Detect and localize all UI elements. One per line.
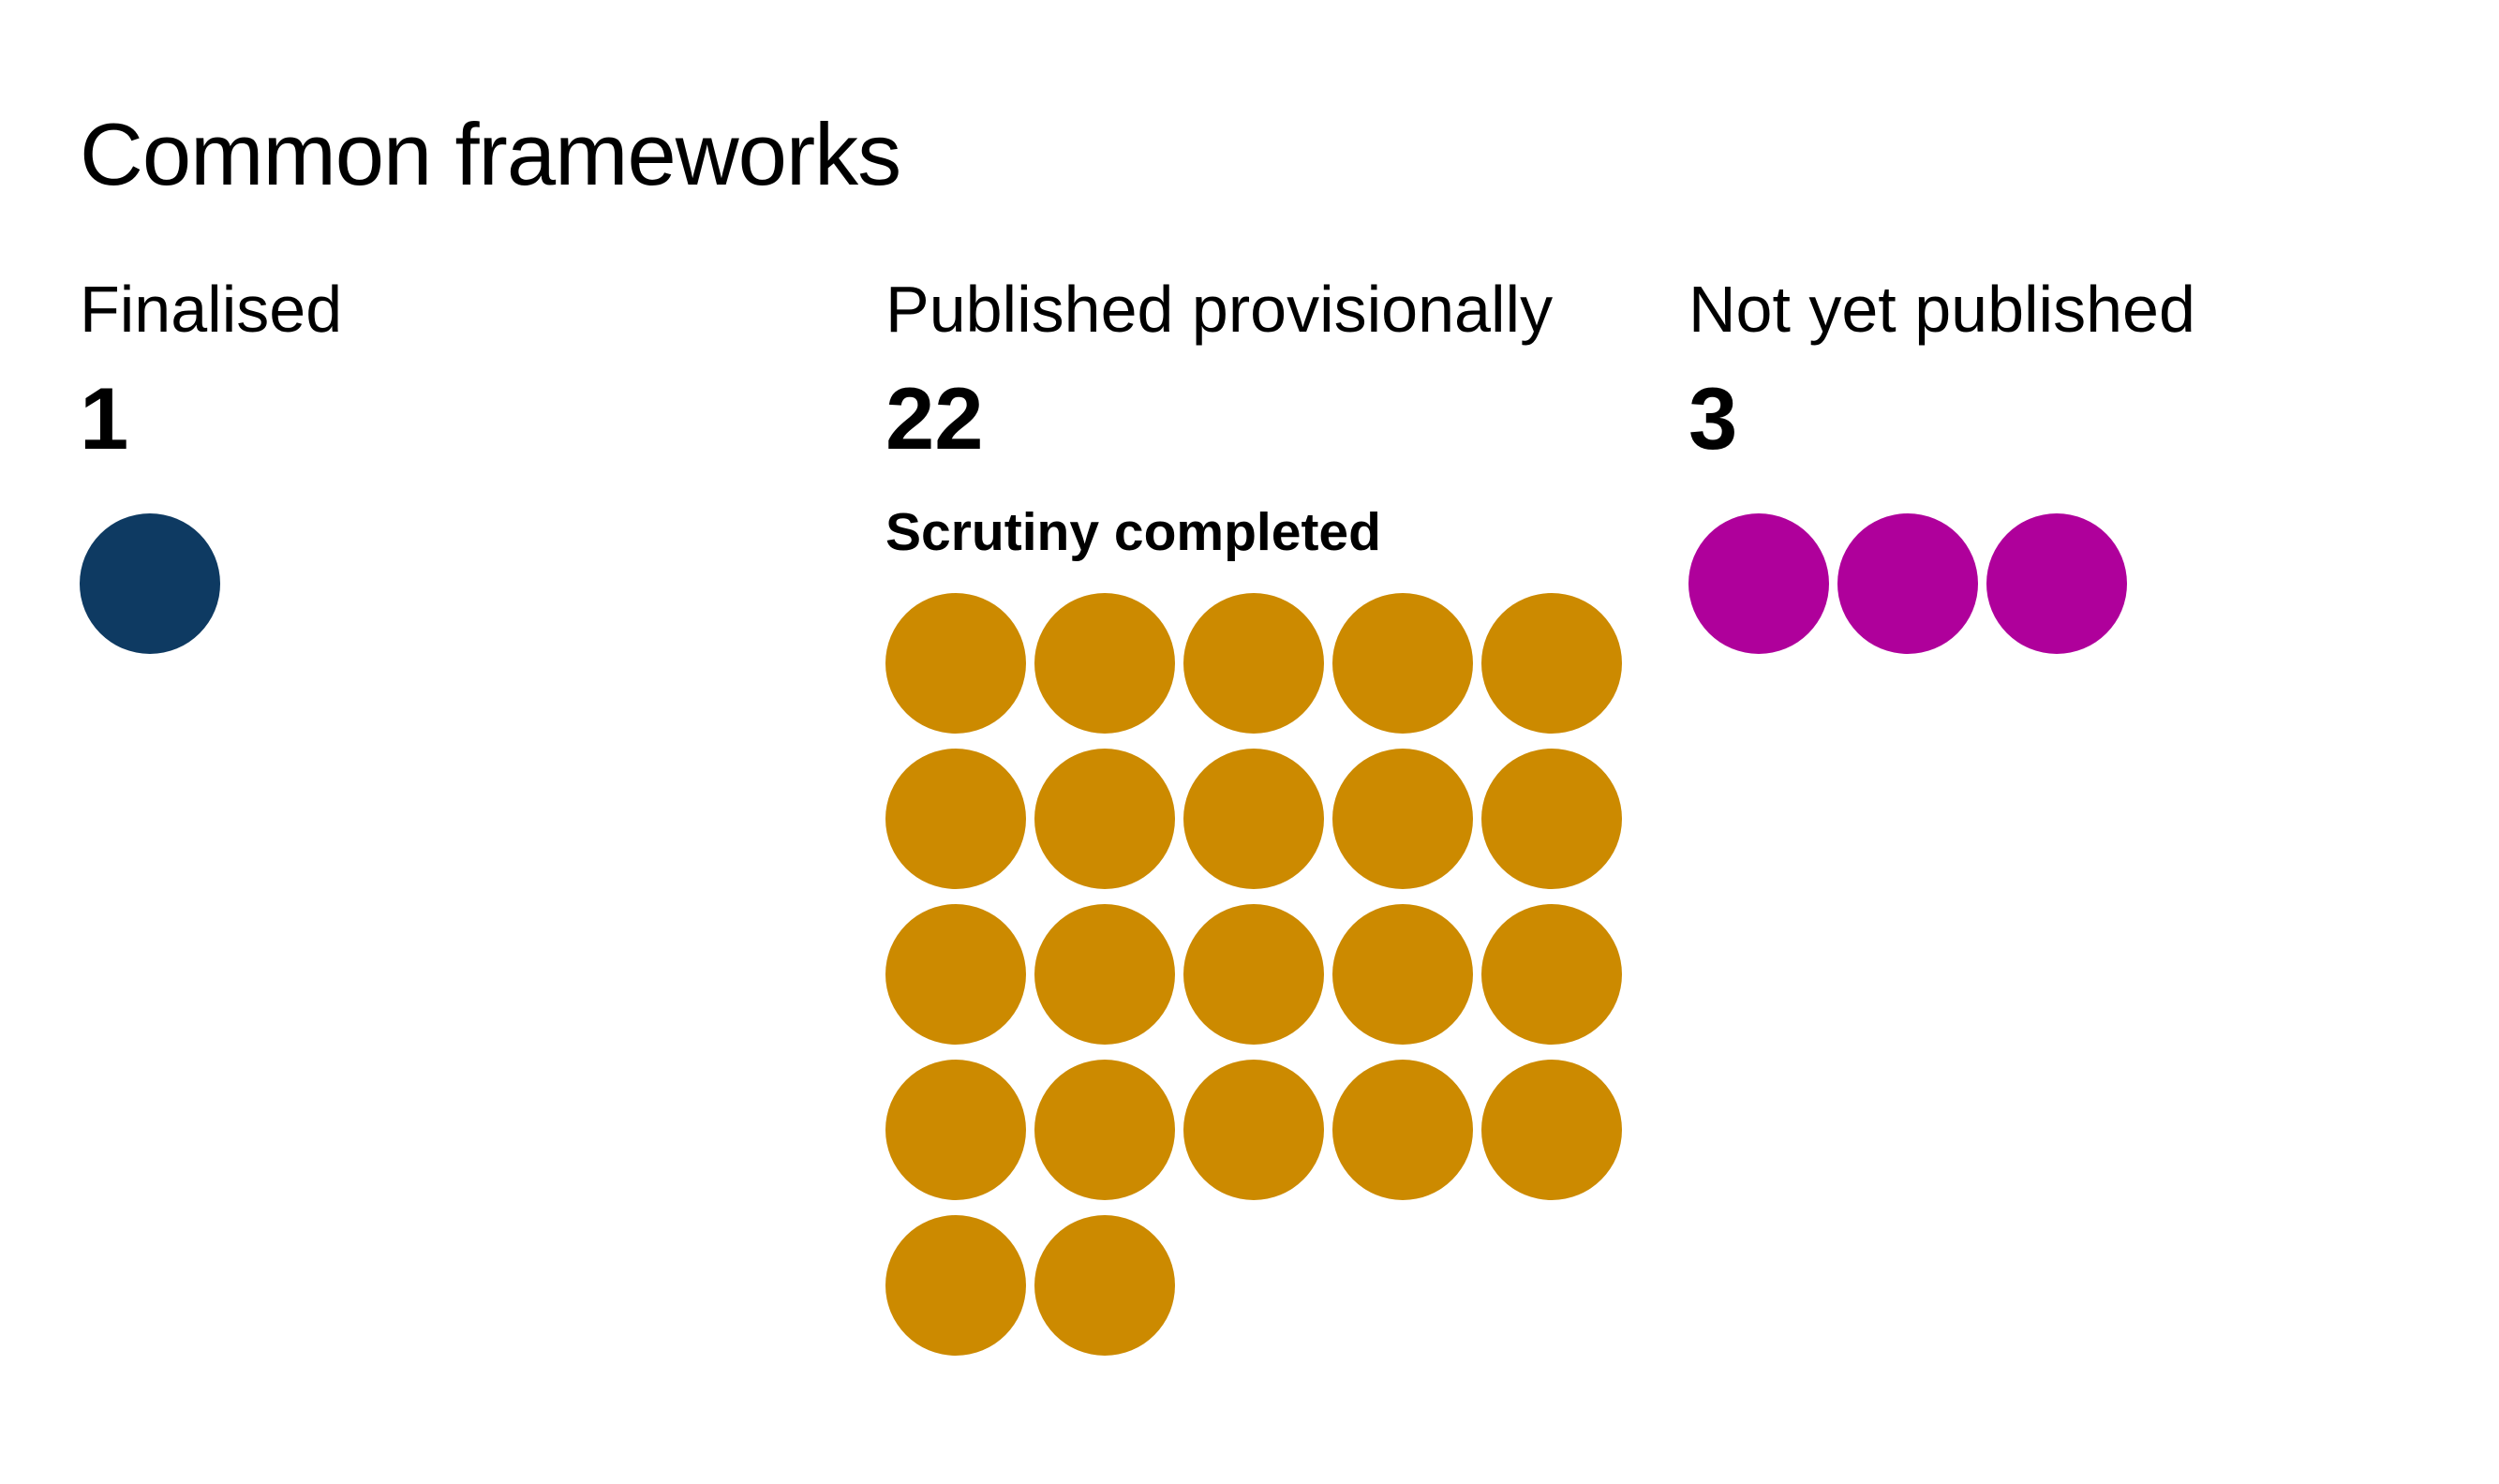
unit-dot — [1034, 904, 1175, 1045]
unit-dot — [1034, 593, 1175, 734]
unit-dot — [1481, 904, 1622, 1045]
chart-title: Common frameworks — [80, 105, 901, 203]
column-value-not-yet-published: 3 — [1688, 369, 1738, 467]
unit-dot — [1183, 593, 1324, 734]
unit-dot — [885, 749, 1026, 889]
unit-dot — [885, 593, 1026, 734]
unit-dot — [885, 1060, 1026, 1200]
unit-dot — [1837, 513, 1978, 654]
unit-dot — [1986, 513, 2127, 654]
unit-dot — [1034, 1215, 1175, 1356]
unit-dot — [1183, 904, 1324, 1045]
unit-dot — [1332, 904, 1473, 1045]
column-label-finalised: Finalised — [80, 273, 343, 346]
dot-grid-published-provisionally — [885, 593, 1622, 1356]
unit-dot — [885, 904, 1026, 1045]
unit-dot — [1034, 1060, 1175, 1200]
unit-dot — [1183, 1060, 1324, 1200]
column-label-published-provisionally: Published provisionally — [885, 273, 1554, 346]
column-sublabel-scrutiny-completed: Scrutiny completed — [885, 502, 1381, 562]
unit-dot — [80, 513, 220, 654]
dot-grid-not-yet-published — [1688, 513, 2425, 654]
unit-dot — [1481, 1060, 1622, 1200]
unit-dot — [1688, 513, 1829, 654]
column-label-not-yet-published: Not yet published — [1688, 273, 2195, 346]
unit-dot — [1183, 749, 1324, 889]
column-value-finalised: 1 — [80, 369, 129, 467]
unit-dot — [1481, 749, 1622, 889]
unit-dot — [1332, 1060, 1473, 1200]
unit-dot — [1332, 749, 1473, 889]
unit-dot — [885, 1215, 1026, 1356]
unit-dot — [1034, 749, 1175, 889]
unit-dot — [1332, 593, 1473, 734]
unit-dot — [1481, 593, 1622, 734]
column-value-published-provisionally: 22 — [885, 369, 984, 467]
dot-grid-finalised — [80, 513, 816, 654]
